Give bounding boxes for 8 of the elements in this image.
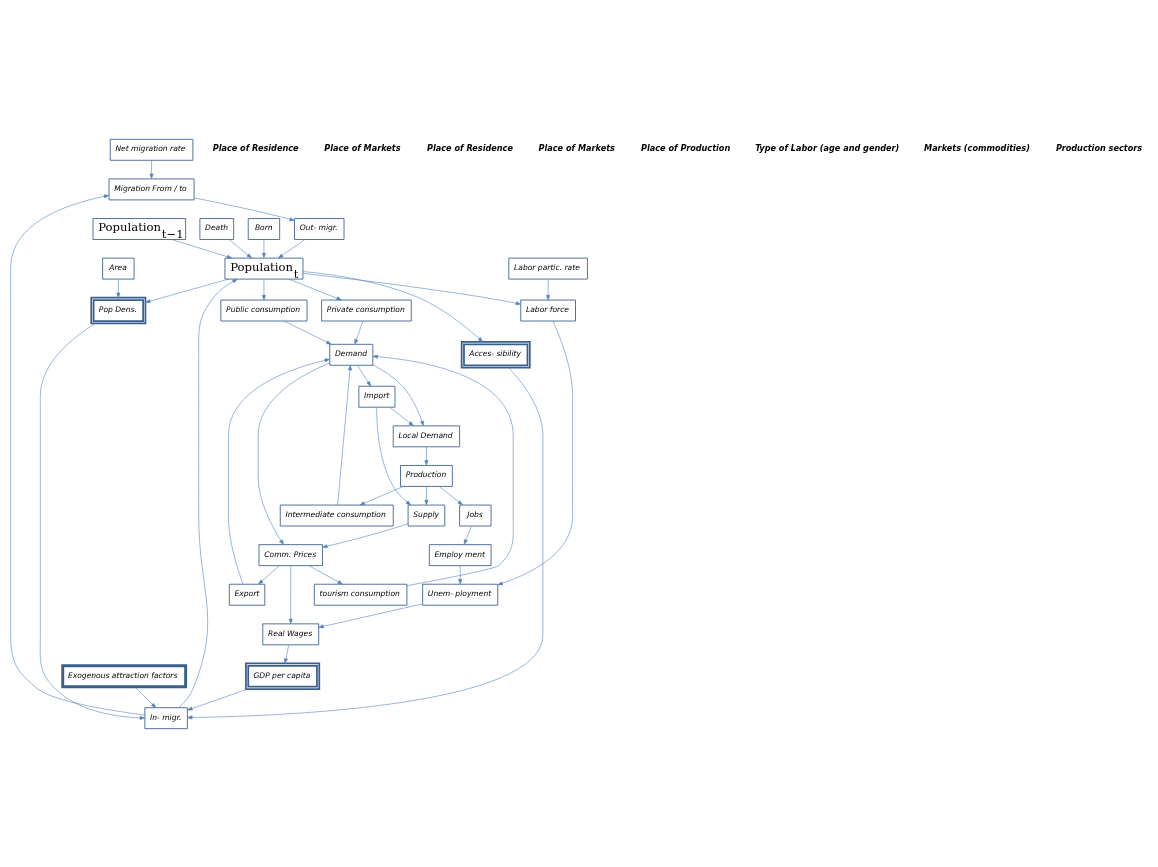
label: Place of Markets xyxy=(538,142,615,153)
label: Place of Residence xyxy=(427,142,513,153)
label: Production sectors xyxy=(1055,142,1143,153)
label: Markets (commodities) xyxy=(924,142,1030,153)
label: Place of Residence xyxy=(212,142,299,153)
label: Place of Markets xyxy=(324,142,401,153)
label: Place of Production xyxy=(641,142,731,153)
label: Type of Labor (age and gender) xyxy=(755,142,900,153)
